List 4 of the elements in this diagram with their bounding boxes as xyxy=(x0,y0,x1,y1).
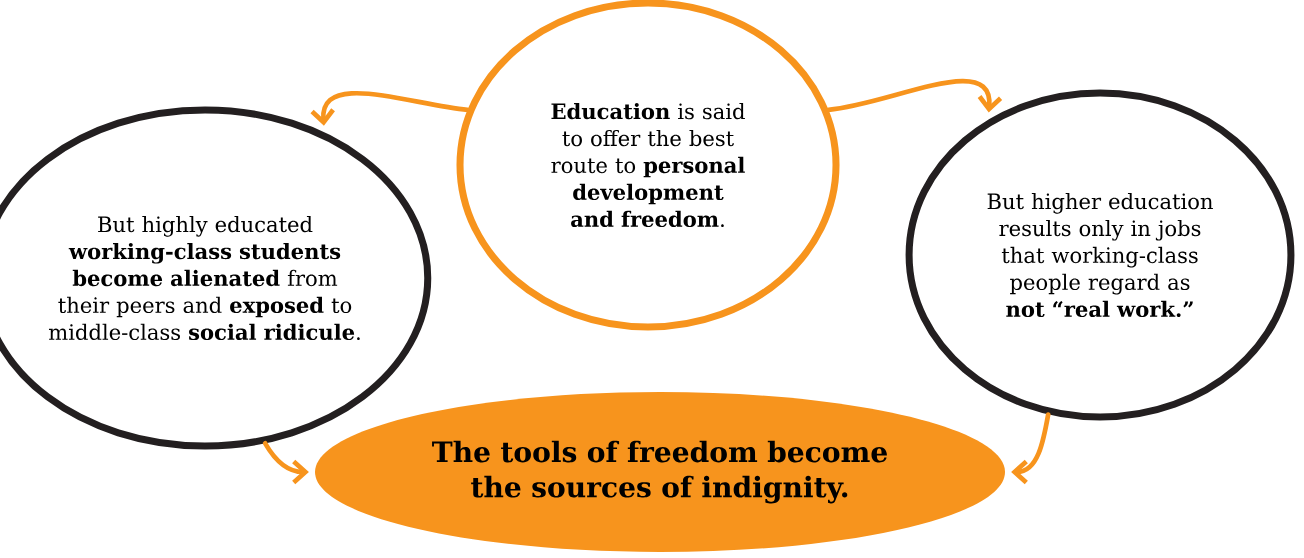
curved-arrow xyxy=(1011,412,1051,485)
curved-arrow xyxy=(310,90,470,126)
curved-arrow xyxy=(262,441,309,485)
curved-arrow xyxy=(826,78,1003,113)
